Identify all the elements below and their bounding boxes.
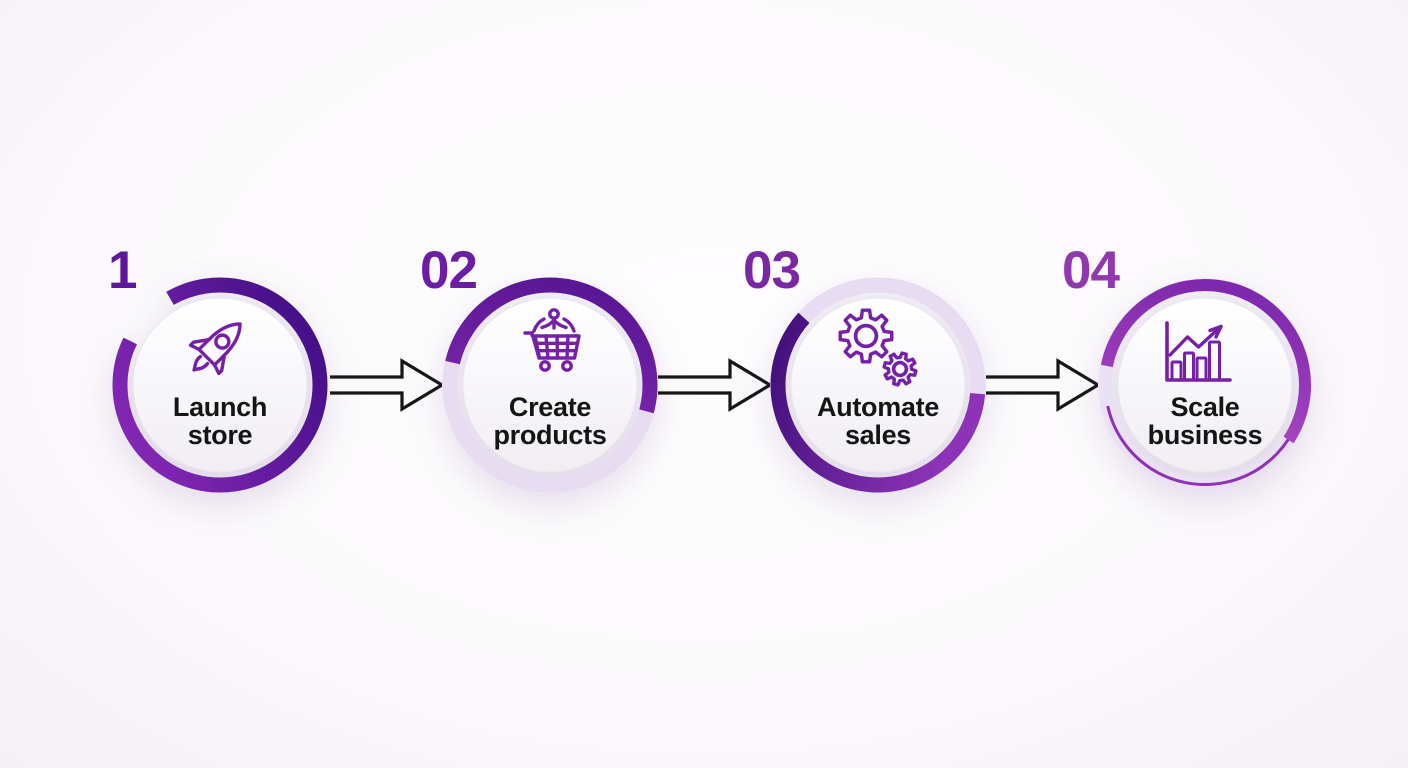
inner-disc bbox=[790, 297, 966, 473]
inner-disc bbox=[462, 297, 638, 473]
flow-arrow-1 bbox=[330, 358, 442, 412]
step-label: Automate sales bbox=[816, 392, 940, 450]
gears-icon bbox=[838, 308, 918, 387]
step-circle bbox=[442, 277, 658, 493]
flow-arrow-2 bbox=[658, 358, 770, 412]
step-number: 04 bbox=[1062, 241, 1120, 300]
inner-disc bbox=[132, 297, 308, 473]
inner-disc bbox=[1117, 297, 1293, 473]
flow-arrow-3 bbox=[986, 358, 1098, 412]
step-label: Scale business bbox=[1147, 392, 1263, 450]
step-circle bbox=[1098, 278, 1312, 492]
progress-ring-arc bbox=[770, 277, 986, 493]
step-number: 02 bbox=[420, 241, 478, 300]
progress-ring-arc bbox=[1099, 279, 1311, 491]
step-circle bbox=[112, 277, 328, 493]
step-number: 03 bbox=[743, 241, 801, 300]
step-label: Launch store bbox=[172, 392, 268, 450]
step-label: Create products bbox=[493, 392, 607, 450]
rocket-icon bbox=[188, 322, 242, 376]
shopping-cart-icon bbox=[523, 308, 581, 372]
step-number: 1 bbox=[108, 241, 138, 300]
growth-chart-icon bbox=[1165, 321, 1232, 382]
progress-ring-arc bbox=[112, 277, 328, 493]
progress-ring-arc bbox=[442, 277, 658, 493]
step-circle bbox=[770, 277, 986, 493]
